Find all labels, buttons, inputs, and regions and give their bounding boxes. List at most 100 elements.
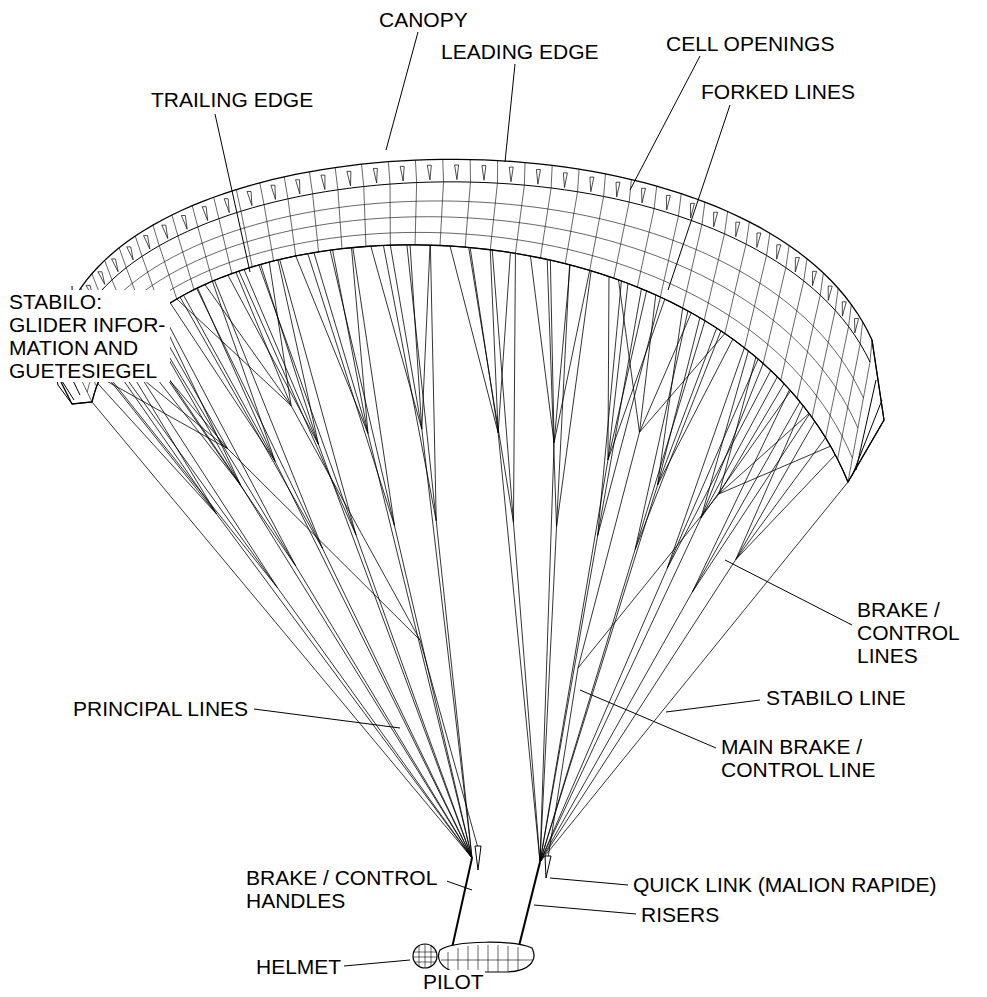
cell-opening	[98, 272, 105, 285]
canopy-rib	[838, 322, 863, 459]
cell-opening	[642, 188, 646, 203]
cell-opening	[224, 199, 229, 213]
canopy-rib	[284, 177, 296, 256]
suspension-line	[540, 482, 848, 862]
cell-opening	[842, 302, 846, 316]
part-label: LEADING EDGE	[440, 40, 600, 63]
riser	[518, 862, 540, 950]
leader-line	[344, 960, 410, 966]
suspension-line	[269, 262, 291, 406]
cell-opening	[296, 180, 300, 194]
suspension-line	[540, 592, 692, 862]
part-label: HELMET	[255, 955, 342, 978]
suspension-line	[719, 384, 784, 494]
suspension-line	[548, 668, 578, 858]
canopy-rib	[614, 180, 632, 279]
suspension-line	[719, 357, 756, 494]
cell-opening	[321, 175, 325, 189]
leader-line	[254, 709, 400, 728]
cell-opening	[482, 166, 486, 181]
canopy-rib	[781, 259, 807, 381]
suspension-line	[701, 377, 777, 518]
part-label: PRINCIPAL LINES	[72, 697, 249, 720]
suspension-line	[608, 277, 609, 460]
canopy-surface-line	[68, 182, 870, 362]
leader-line	[386, 32, 418, 150]
suspension-line	[639, 334, 724, 433]
cell-opening	[590, 177, 594, 192]
cell-opening	[162, 225, 168, 238]
suspension-line	[368, 433, 472, 858]
leader-line	[534, 905, 636, 914]
part-label: STABILO: GLIDER INFOR- MATION AND GUETES…	[8, 290, 170, 382]
cell-opening	[144, 236, 150, 249]
suspension-line	[422, 245, 430, 429]
canopy-rib	[309, 172, 318, 252]
leader-lines	[72, 32, 852, 966]
leader-line	[725, 560, 852, 625]
suspension-line	[513, 522, 540, 862]
cell-opening	[563, 173, 567, 188]
stabilo	[848, 340, 884, 482]
canopy-rib	[797, 273, 823, 398]
canopy-rib	[540, 165, 552, 258]
part-label: BRAKE / CONTROL HANDLES	[245, 866, 447, 912]
cell-opening	[400, 166, 404, 181]
cell-opening	[855, 319, 859, 333]
harness	[439, 942, 534, 972]
suspension-line	[92, 402, 472, 858]
brake-handle	[475, 846, 481, 870]
canopy-rib	[725, 222, 750, 334]
suspension-line	[371, 246, 422, 429]
cell-opening	[666, 195, 670, 210]
part-label: PILOT	[422, 970, 485, 993]
cell-opening	[509, 167, 513, 182]
canopy-rib	[440, 159, 444, 245]
harness-mesh	[441, 945, 533, 972]
suspension-line	[498, 433, 540, 862]
suspension-line	[244, 269, 318, 444]
canopy-rib	[192, 206, 212, 281]
canopy-rib	[214, 197, 232, 273]
suspension-line	[333, 250, 368, 434]
leader-line	[550, 878, 628, 885]
cell-opening	[455, 165, 459, 180]
suspension-line	[410, 245, 422, 429]
suspension-line	[540, 443, 554, 862]
suspension-line	[608, 291, 647, 460]
canopy-outline	[56, 159, 884, 482]
suspension-line	[278, 260, 318, 445]
suspension-line	[540, 536, 598, 862]
cell-opening	[795, 258, 799, 272]
canopy-rib	[490, 161, 497, 250]
suspension-line	[228, 449, 420, 640]
suspension-line	[275, 462, 472, 858]
cell-opening	[828, 286, 832, 300]
cell-opening	[812, 271, 816, 285]
suspension-line	[701, 364, 763, 518]
suspension-line	[540, 527, 557, 862]
suspension-line	[323, 548, 472, 858]
suspension-line	[296, 256, 368, 434]
part-label: STABILO LINE	[765, 686, 907, 709]
suspension-line	[420, 640, 478, 848]
suspension-line	[205, 284, 291, 405]
suspension-line	[236, 272, 291, 405]
suspension-line	[578, 432, 639, 668]
part-label: MAIN BRAKE / CONTROL LINE	[720, 735, 887, 781]
brake-handle	[545, 856, 551, 878]
canopy-rib	[812, 288, 838, 417]
suspension-line	[736, 438, 826, 560]
part-label: QUICK LINK (MALION RAPIDE)	[632, 873, 937, 896]
canopy-rib	[362, 164, 366, 246]
cell-opening	[202, 207, 207, 221]
suspension-line	[540, 485, 658, 862]
canopy-rib	[515, 163, 525, 254]
suspension-line	[450, 246, 498, 433]
suspension-line	[100, 377, 227, 448]
canopy-rib	[236, 190, 252, 267]
suspension-line	[540, 518, 701, 862]
canopy-rib	[704, 212, 727, 321]
suspension-line	[639, 295, 655, 432]
canopy-rib	[590, 174, 606, 270]
